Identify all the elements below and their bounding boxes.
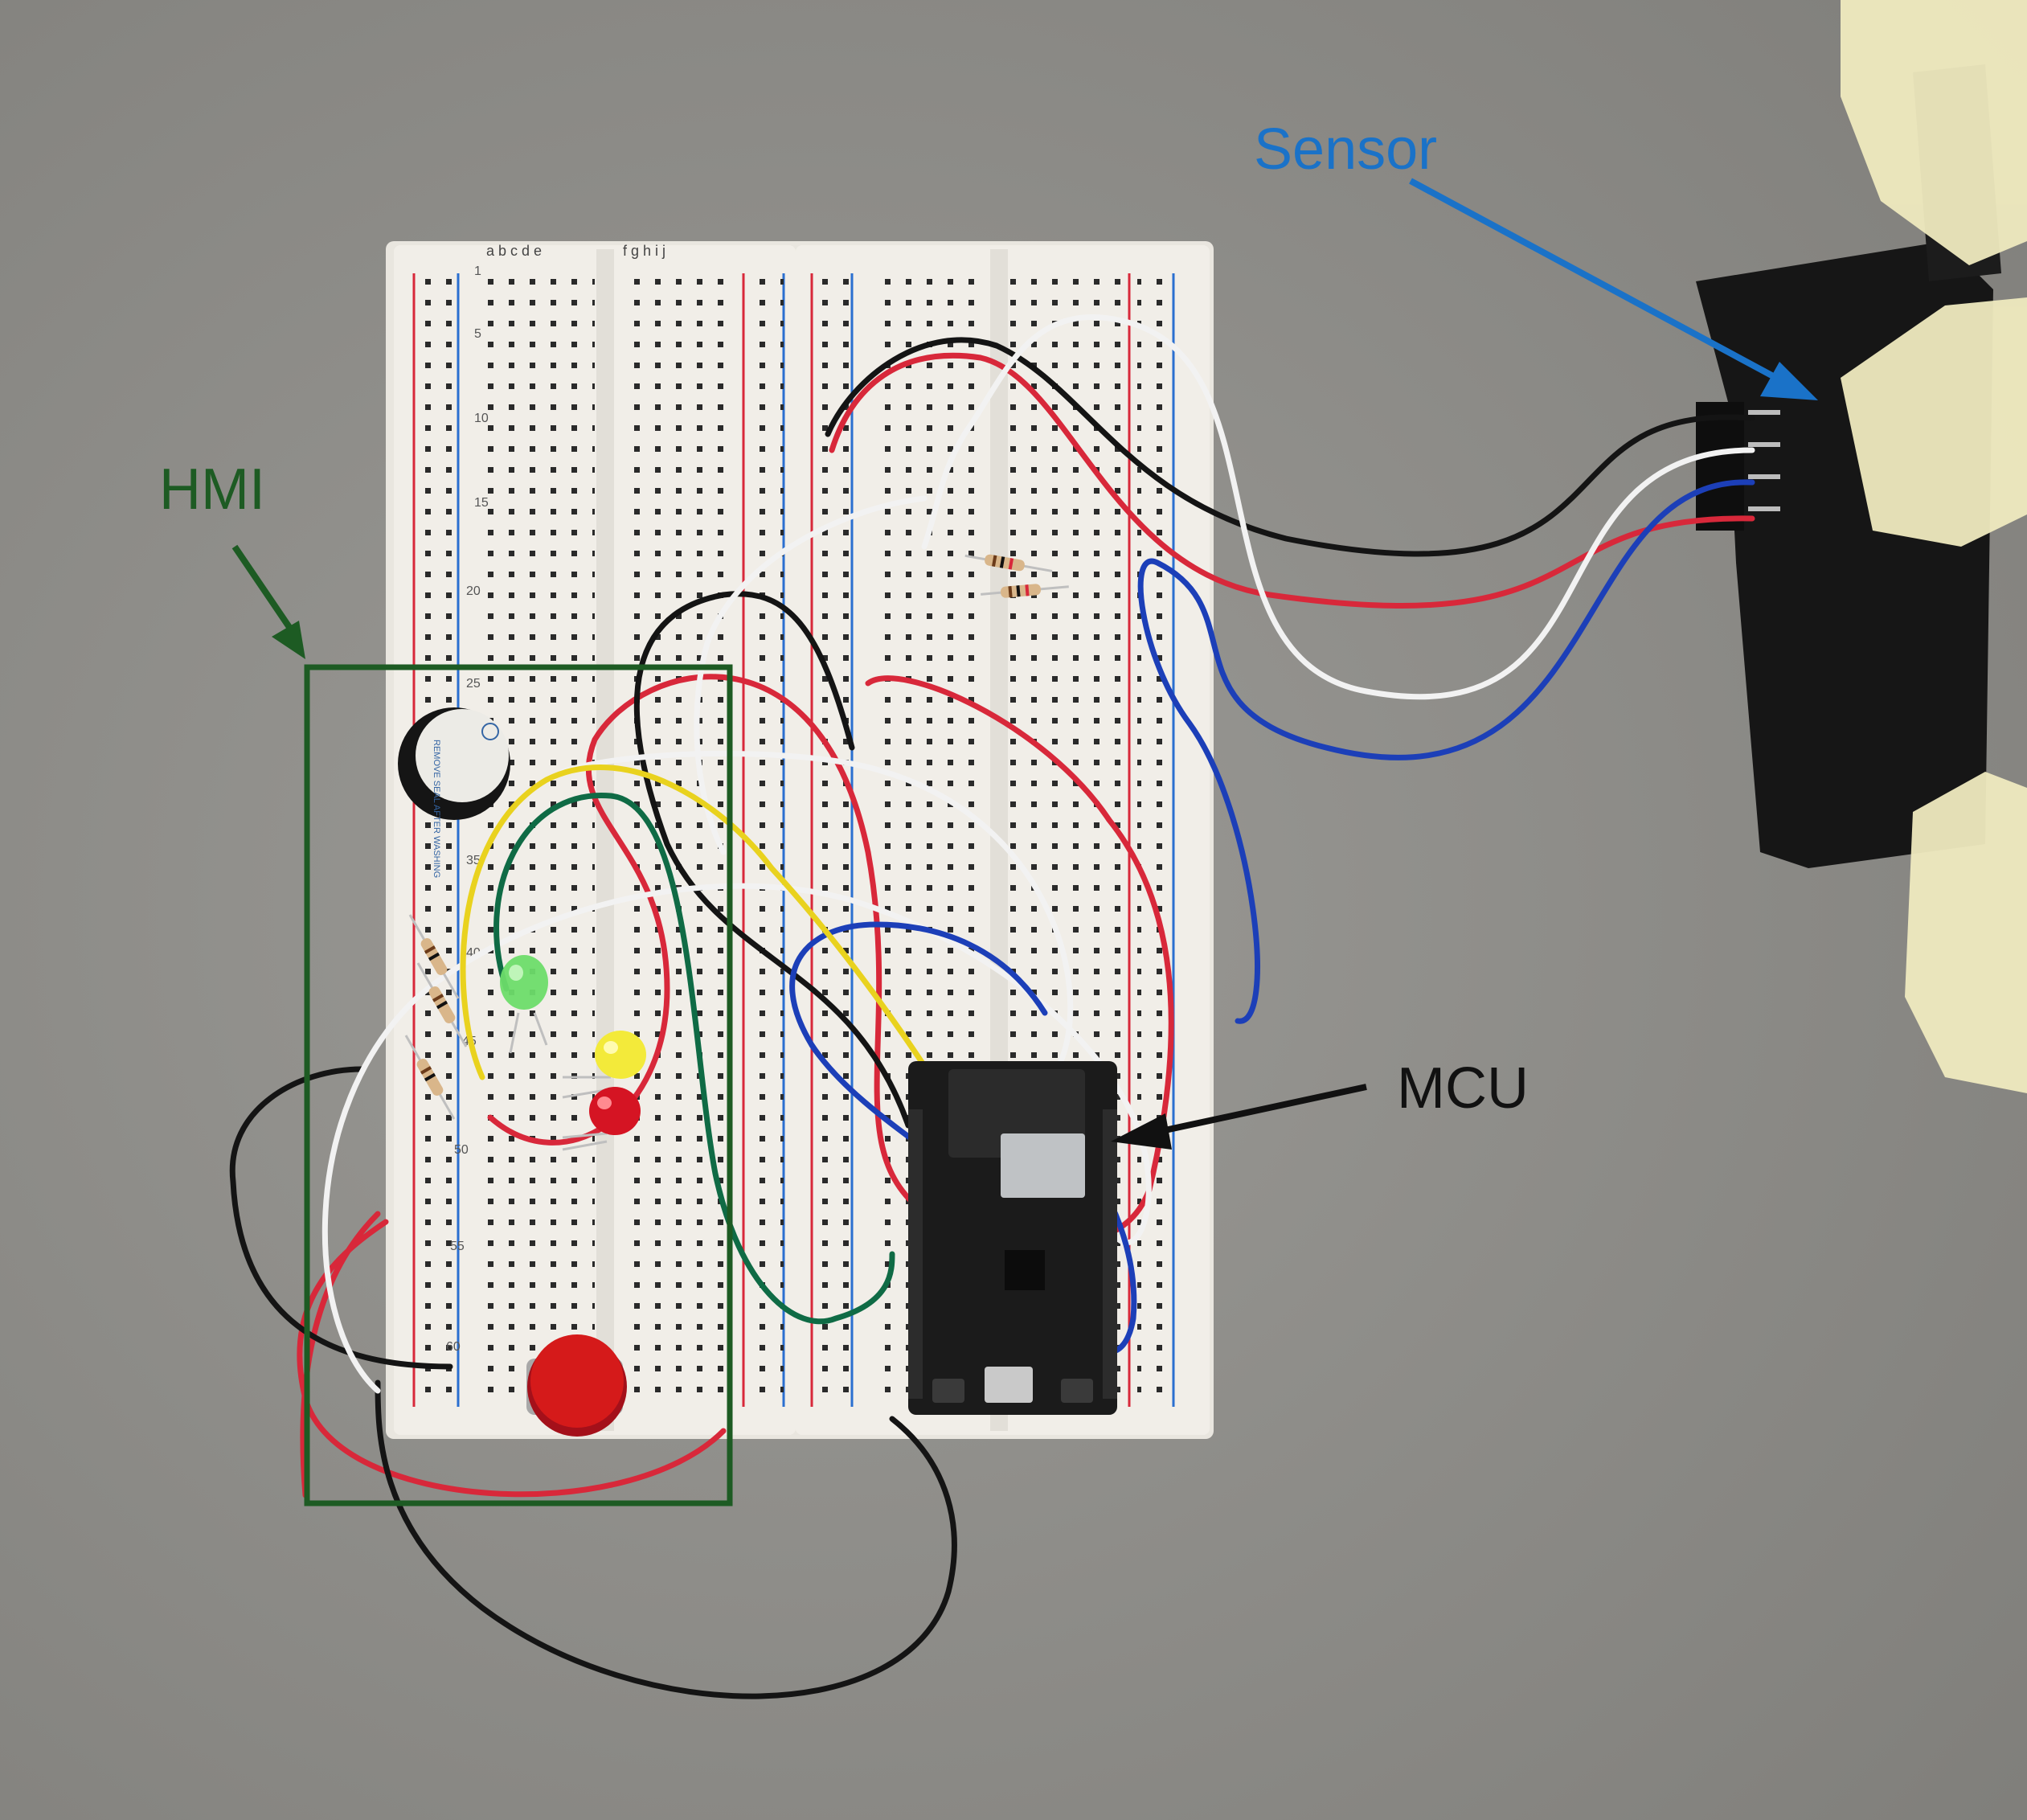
wire-red-sensor	[829, 352, 1755, 609]
sensor-annotation: Sensor	[1254, 117, 1818, 400]
svg-text:15: 15	[474, 496, 489, 510]
sensor-label: Sensor	[1254, 117, 1437, 182]
hmi-annotation: HMI	[159, 457, 733, 1506]
wire-black-bottom	[375, 1379, 957, 1699]
push-button	[526, 1334, 627, 1437]
svg-text:35: 35	[466, 854, 481, 867]
column-letters-right: f g h i j	[623, 243, 665, 259]
sensor-connector-pins	[1748, 410, 1780, 511]
svg-text:50: 50	[454, 1143, 469, 1157]
wire-white-top	[694, 495, 928, 855]
wire-white-sensor	[921, 314, 1755, 700]
wire-black-left	[229, 1066, 453, 1370]
mcu-arrow-shaft	[1157, 1084, 1367, 1135]
hmi-highlight-box	[304, 664, 733, 1506]
svg-text:25: 25	[466, 677, 481, 691]
wire-black-center	[633, 591, 911, 1129]
mcu-label: MCU	[1397, 1056, 1529, 1121]
wires	[229, 314, 1755, 1699]
svg-text:60: 60	[446, 1340, 461, 1354]
resistor	[981, 584, 1069, 598]
svg-text:1: 1	[474, 264, 481, 278]
hmi-arrow-shaft	[231, 544, 301, 642]
sensor-arrow-head-icon	[1760, 362, 1818, 400]
led-red	[562, 1087, 641, 1151]
wire-blue-sensor	[1137, 479, 1755, 1024]
mcu-annotation: MCU	[1111, 1056, 1529, 1150]
hmi-label: HMI	[159, 457, 265, 522]
svg-text:55: 55	[450, 1240, 465, 1253]
masking-tape	[1841, 0, 2027, 1093]
wire-black-sensor	[825, 337, 1755, 557]
mcu-board	[908, 1061, 1117, 1415]
led-green	[500, 955, 548, 1054]
sensor-arrow-shaft	[1409, 178, 1778, 381]
resistors	[404, 554, 1069, 1120]
mcu-arrow-head-icon	[1111, 1113, 1172, 1150]
leds	[500, 955, 646, 1151]
resistor	[404, 1035, 456, 1120]
resistor	[964, 554, 1053, 572]
buzzer: REMOVE SEAL AFTER WASHING	[398, 707, 510, 878]
column-letters-left: a b c d e	[486, 243, 542, 259]
resistor	[416, 962, 468, 1047]
wire-green	[493, 793, 895, 1325]
resistor	[408, 914, 460, 999]
svg-text:20: 20	[466, 584, 481, 598]
svg-text:5: 5	[474, 327, 481, 341]
hmi-arrow-head-icon	[272, 621, 305, 659]
svg-text:10: 10	[474, 412, 489, 425]
buzzer-label: REMOVE SEAL AFTER WASHING	[432, 740, 441, 878]
